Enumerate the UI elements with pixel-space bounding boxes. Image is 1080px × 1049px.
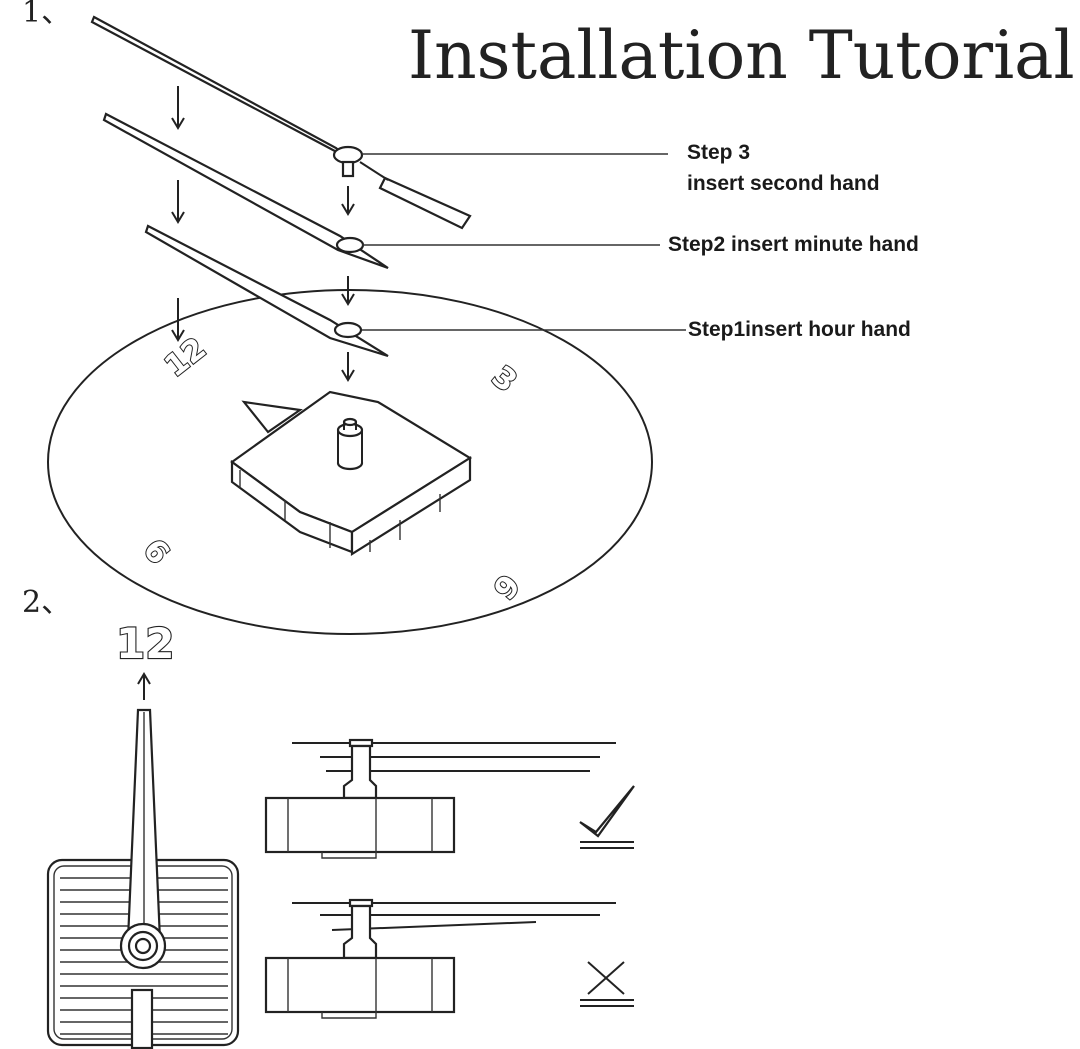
step3-title: Step 3 <box>687 141 750 164</box>
step3-description: insert second hand <box>687 172 880 195</box>
exploded-view: 12 3 6 9 <box>47 15 686 635</box>
dial-number-12: 12 <box>158 331 212 384</box>
hour-hand <box>144 224 389 358</box>
step1-label: Step1insert hour hand <box>688 318 911 341</box>
clock-face <box>47 289 653 635</box>
second-hand <box>90 15 472 230</box>
side-view-correct <box>264 738 635 859</box>
assembly-arrows <box>171 86 355 382</box>
dial-number-3: 3 <box>485 359 523 399</box>
step2-label: Step2 insert minute hand <box>668 233 919 256</box>
cross-icon <box>587 961 625 995</box>
dial-number-6: 6 <box>485 567 525 605</box>
movement-front-view <box>46 708 240 1049</box>
side-view-incorrect <box>264 898 634 1019</box>
clock-movement <box>230 390 473 556</box>
check-icon <box>579 785 635 838</box>
alignment-number-12: 12 <box>116 619 174 668</box>
alignment-view: 12 <box>46 618 635 1049</box>
section-number-2: 2、 <box>22 585 71 620</box>
page-title: Installation Tutorial <box>408 17 1075 94</box>
minute-hand <box>102 112 389 270</box>
section-number-1: 1、 <box>22 0 71 30</box>
dial-number-9: 9 <box>138 531 178 569</box>
